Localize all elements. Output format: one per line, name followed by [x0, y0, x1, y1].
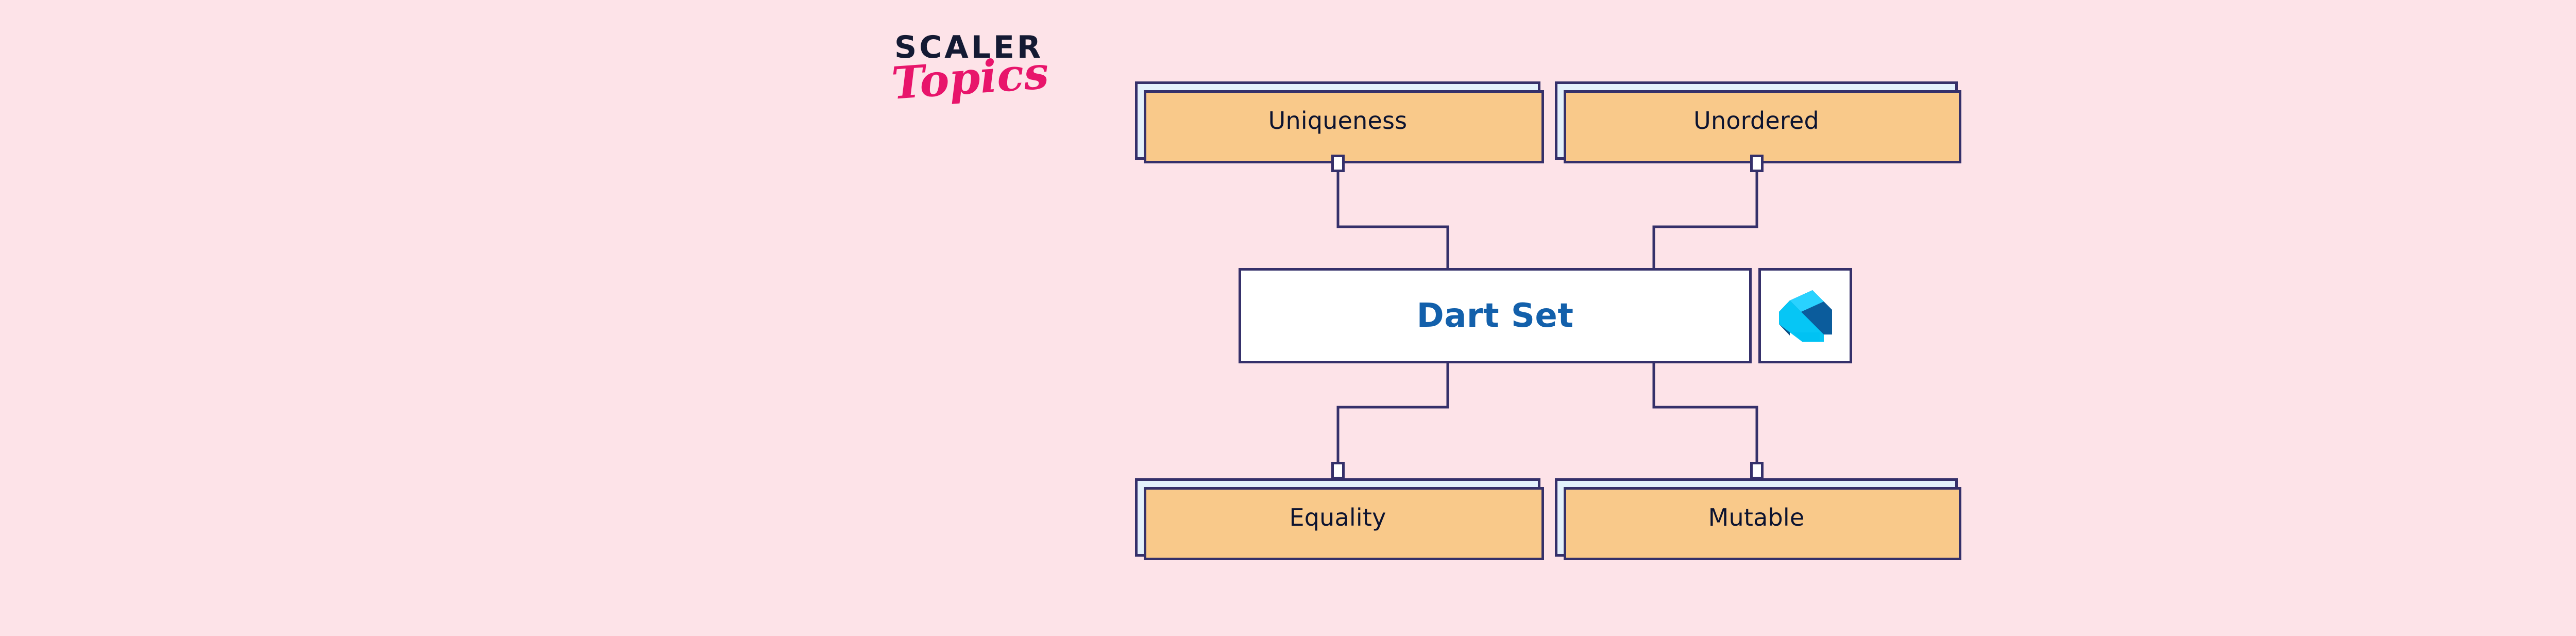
dart-logo-icon [1779, 290, 1832, 342]
connector-mutable [1652, 363, 1758, 478]
node-dart-set-label: Dart Set [1416, 296, 1574, 335]
connector-tab-mutable [1750, 462, 1764, 479]
node-uniqueness[interactable]: Uniqueness [1135, 81, 1544, 163]
node-unordered[interactable]: Unordered [1555, 81, 1961, 163]
node-mutable[interactable]: Mutable [1555, 478, 1961, 560]
connector-tab-unordered [1750, 155, 1764, 172]
scaler-topics-logo: SCALER Topics [876, 29, 1050, 130]
logo-topics-text: Topics [890, 46, 1050, 110]
connector-uniqueness [1336, 161, 1449, 268]
connector-equality [1336, 363, 1449, 478]
node-unordered-label: Unordered [1693, 107, 1819, 135]
node-mutable-label: Mutable [1708, 504, 1805, 531]
node-uniqueness-label: Uniqueness [1268, 107, 1408, 135]
logo-scaler-text: SCALER [894, 29, 1044, 65]
node-equality[interactable]: Equality [1135, 478, 1544, 560]
connector-tab-uniqueness [1331, 155, 1345, 172]
dart-logo-card [1758, 268, 1852, 363]
node-equality-label: Equality [1289, 504, 1386, 531]
connector-unordered [1652, 161, 1758, 268]
node-dart-set[interactable]: Dart Set [1239, 268, 1752, 363]
connector-tab-equality [1331, 462, 1345, 479]
